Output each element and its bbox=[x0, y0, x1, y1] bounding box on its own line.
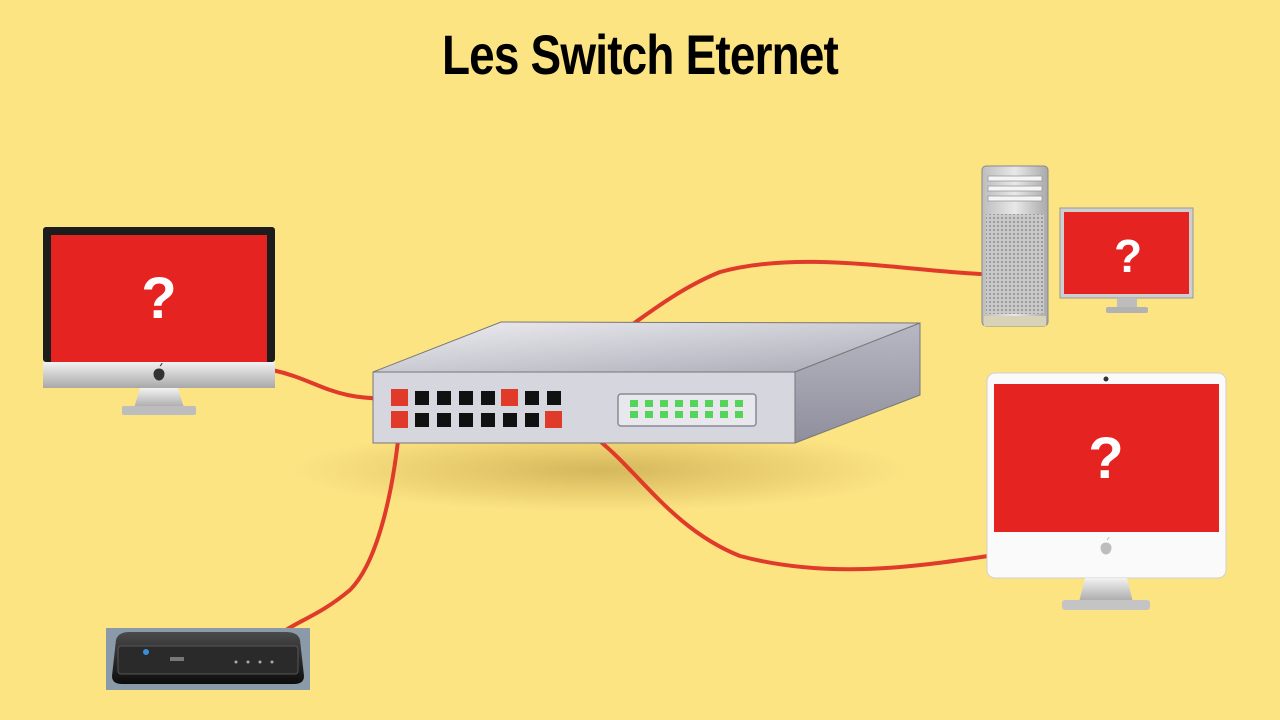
status-led bbox=[660, 400, 668, 407]
status-leds bbox=[630, 400, 743, 418]
status-led bbox=[720, 400, 728, 407]
imac-right-screen bbox=[994, 384, 1219, 532]
ethernet-port bbox=[481, 391, 495, 405]
mac-pro-base bbox=[984, 316, 1046, 326]
mac-pro-drive-bay-2 bbox=[987, 185, 1043, 192]
status-led bbox=[735, 400, 743, 407]
ethernet-port bbox=[459, 413, 473, 427]
status-led bbox=[660, 411, 668, 418]
status-led bbox=[735, 411, 743, 418]
cable-right-imac bbox=[551, 416, 990, 572]
status-led bbox=[705, 411, 713, 418]
plug-left-imac bbox=[391, 389, 408, 406]
imac-right-camera bbox=[1103, 376, 1109, 382]
ethernet-port bbox=[525, 391, 539, 405]
imac-left-question: ? bbox=[141, 266, 176, 331]
set-top-box-front bbox=[117, 645, 299, 675]
ethernet-port bbox=[415, 391, 429, 405]
apple-logo-icon bbox=[153, 362, 165, 381]
ethernet-port bbox=[481, 413, 495, 427]
led-panel bbox=[617, 393, 757, 427]
switch-shadow bbox=[290, 428, 910, 512]
status-led bbox=[690, 400, 698, 407]
ethernet-port bbox=[525, 413, 539, 427]
status-led bbox=[645, 400, 653, 407]
plug-mac-pro bbox=[501, 389, 518, 406]
mac-pro-drive-bay-3 bbox=[987, 195, 1043, 202]
plug-right-imac bbox=[545, 411, 562, 428]
imac-right-foot bbox=[1062, 600, 1150, 610]
status-led bbox=[705, 400, 713, 407]
imac-left-stand bbox=[134, 388, 184, 408]
status-led bbox=[630, 400, 638, 407]
imac-right-stand bbox=[1079, 578, 1133, 602]
monitor-screen bbox=[1064, 212, 1189, 294]
ethernet-port bbox=[415, 413, 429, 427]
status-led bbox=[645, 411, 653, 418]
set-top-box-logo-icon bbox=[143, 649, 149, 655]
imac-left: ? bbox=[43, 227, 275, 415]
switch-ports bbox=[393, 391, 561, 427]
ethernet-port bbox=[437, 413, 451, 427]
ethernet-port bbox=[459, 391, 473, 405]
set-top-box-button bbox=[258, 660, 262, 664]
set-top-box-button bbox=[246, 660, 250, 664]
mac-pro-tower bbox=[981, 165, 1049, 327]
imac-right-question: ? bbox=[1088, 426, 1123, 491]
mac-pro-mesh bbox=[986, 214, 1044, 314]
ethernet-port bbox=[503, 413, 517, 427]
apple-logo-icon bbox=[1100, 536, 1112, 555]
set-top-box-button bbox=[270, 660, 274, 664]
ethernet-port bbox=[547, 391, 561, 405]
set-top-box-button bbox=[234, 660, 238, 664]
mac-pro-monitor: ? bbox=[1059, 207, 1194, 313]
monitor-stand bbox=[1117, 298, 1137, 308]
monitor-foot bbox=[1106, 307, 1148, 313]
set-top-box bbox=[106, 628, 310, 690]
status-led bbox=[675, 411, 683, 418]
mac-pro-drive-bay-1 bbox=[987, 175, 1043, 182]
diagram-title: Les Switch Eternet bbox=[441, 23, 839, 86]
imac-right: ? bbox=[986, 372, 1227, 610]
status-led bbox=[675, 400, 683, 407]
monitor-question: ? bbox=[1114, 230, 1142, 282]
cable-set-top-box bbox=[281, 418, 402, 634]
plug-set-top-box bbox=[391, 411, 408, 428]
imac-left-foot bbox=[122, 406, 196, 415]
set-top-box-display bbox=[170, 657, 184, 661]
ethernet-port bbox=[437, 391, 451, 405]
status-led bbox=[690, 411, 698, 418]
status-led bbox=[720, 411, 728, 418]
imac-left-screen bbox=[51, 235, 267, 362]
network-switch bbox=[372, 321, 921, 444]
status-led bbox=[630, 411, 638, 418]
